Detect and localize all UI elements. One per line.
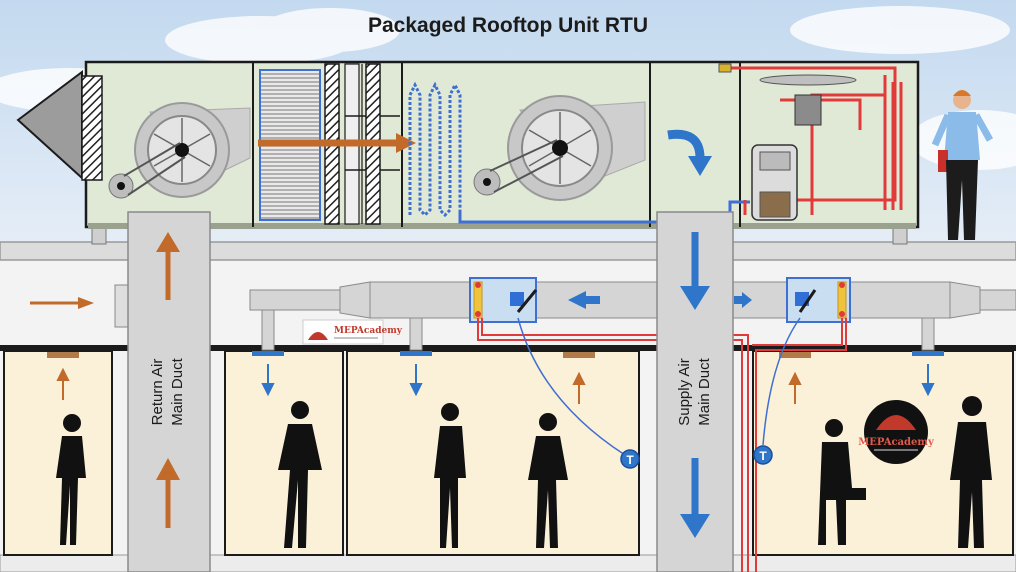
supply-turn-arrow bbox=[667, 129, 705, 159]
evaporator-coil bbox=[408, 81, 462, 218]
branch-duct bbox=[849, 281, 951, 319]
supply-duct-label: Supply Air Main Duct bbox=[675, 342, 715, 442]
thermostat-wire bbox=[762, 317, 801, 446]
return-grille-arrows bbox=[56, 367, 802, 404]
unit-curb bbox=[892, 227, 908, 245]
supply-duct-label-line1: Supply Air bbox=[676, 358, 693, 426]
room-3 bbox=[346, 350, 640, 556]
thermostat-label: T bbox=[626, 453, 634, 467]
vav-box-left bbox=[469, 277, 538, 323]
return-grilles bbox=[47, 352, 811, 358]
logo-text: MEPAcademy bbox=[858, 437, 935, 448]
diffuser-arrows bbox=[261, 364, 935, 397]
condenser-fan-motor bbox=[794, 94, 822, 126]
supply-fan bbox=[473, 95, 646, 201]
return-duct-label-line1: Return Air bbox=[149, 358, 166, 426]
logo-text: MEPAcademy bbox=[334, 326, 403, 336]
branch-duct bbox=[369, 281, 471, 319]
condenser-coil bbox=[883, 82, 903, 210]
condenser-section bbox=[718, 63, 903, 221]
thermostat-right: T bbox=[753, 445, 773, 465]
diagram-title: Packaged Rooftop Unit RTU bbox=[367, 14, 648, 37]
rtu-base-rail bbox=[88, 223, 916, 229]
condenser-fan-blade bbox=[759, 74, 857, 86]
technician-figure bbox=[931, 90, 994, 240]
branch-duct bbox=[979, 289, 1016, 311]
return-duct-label: Return Air Main Duct bbox=[148, 342, 188, 442]
duct-stub bbox=[114, 284, 130, 328]
expansion-valve bbox=[718, 63, 732, 73]
thermostat-wire bbox=[517, 317, 626, 456]
roof-slab bbox=[0, 241, 1016, 261]
branch-duct bbox=[249, 289, 341, 311]
occupant-silhouettes bbox=[56, 396, 992, 548]
discharge-line bbox=[725, 66, 897, 202]
unit-curb bbox=[91, 227, 107, 245]
vav-box-right bbox=[786, 277, 851, 323]
ceiling-line bbox=[0, 345, 1016, 351]
diffuser-drops bbox=[261, 309, 935, 351]
mep-academy-logo-small: MEPAcademy bbox=[302, 319, 403, 345]
return-fan bbox=[108, 102, 251, 199]
supply-duct-label-line2: Main Duct bbox=[696, 358, 713, 426]
supply-diffusers bbox=[252, 351, 944, 356]
mep-academy-logo-round: MEPAcademy bbox=[858, 400, 935, 464]
intake-damper bbox=[81, 75, 103, 181]
thermostat-label: T bbox=[759, 449, 767, 463]
thermostat-left: T bbox=[620, 449, 640, 469]
room-1 bbox=[3, 350, 113, 556]
return-duct-label-line2: Main Duct bbox=[169, 358, 186, 426]
